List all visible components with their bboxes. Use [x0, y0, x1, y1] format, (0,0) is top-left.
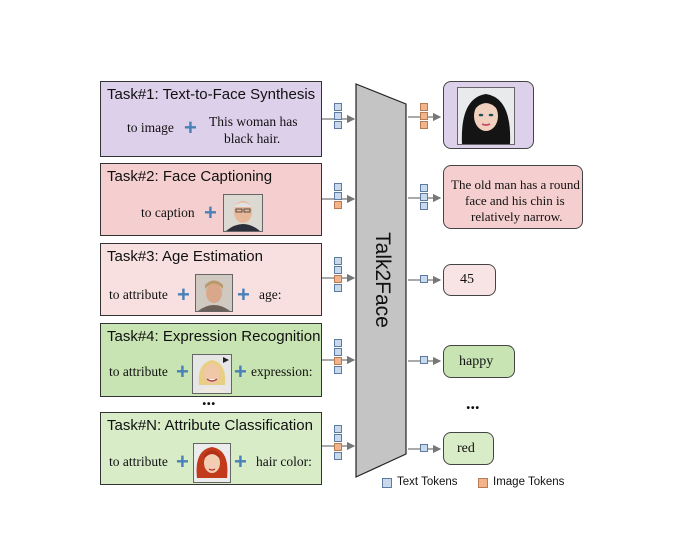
- task1-text-line2: black hair.: [224, 131, 281, 146]
- text-token-swatch: [382, 478, 392, 488]
- caption-line3: relatively narrow.: [471, 209, 563, 224]
- legend-image-tokens: Image Tokens: [493, 476, 565, 488]
- outputs-ellipsis: ...: [466, 393, 480, 413]
- caption-line2: face and his chin is: [465, 193, 565, 208]
- expression-value: happy: [459, 354, 494, 369]
- task4-suffix: expression:: [251, 364, 313, 379]
- legend-text-tokens: Text Tokens: [397, 476, 458, 488]
- old-man-face-image: [223, 194, 263, 232]
- tasks-ellipsis: ...: [202, 389, 216, 409]
- plus-icon: +: [234, 449, 247, 474]
- plus-icon: +: [204, 200, 217, 225]
- model-label: Talk2Face: [371, 232, 394, 328]
- task2-box: Task#2: Face Captioning to caption +: [100, 163, 322, 236]
- image-token-swatch: [478, 478, 488, 488]
- plus-icon: +: [237, 282, 250, 307]
- task1-title: Task#1: Text-to-Face Synthesis: [107, 86, 316, 103]
- task2-title: Task#2: Face Captioning: [107, 168, 273, 185]
- task3-prefix: to attribute: [109, 287, 168, 302]
- task4-prefix: to attribute: [109, 364, 168, 379]
- plus-icon: +: [176, 359, 189, 384]
- smiling-woman-face-image: [192, 354, 232, 394]
- taskN-box: Task#N: Attribute Classification to attr…: [100, 412, 322, 485]
- plus-icon: +: [177, 282, 190, 307]
- plus-icon: +: [234, 359, 247, 384]
- plus-icon: +: [184, 115, 197, 140]
- output-age: 45: [443, 264, 496, 296]
- task3-suffix: age:: [259, 287, 282, 302]
- output-caption: The old man has a round face and his chi…: [443, 165, 583, 229]
- taskN-suffix: hair color:: [256, 454, 312, 469]
- red-hair-woman-face-image: [193, 443, 231, 483]
- task1-text-line1: This woman has: [209, 114, 298, 129]
- caption-line1: The old man has a round: [451, 177, 580, 192]
- talk2face-model-block: [355, 83, 407, 478]
- task4-title: Task#4: Expression Recognition: [107, 328, 321, 345]
- output-generated-face: [443, 81, 534, 149]
- man-face-image: [195, 274, 233, 312]
- task1-prefix: to image: [127, 120, 174, 135]
- task3-title: Task#3: Age Estimation: [107, 248, 263, 265]
- taskN-prefix: to attribute: [109, 454, 168, 469]
- task3-box: Task#3: Age Estimation to attribute + + …: [100, 243, 322, 316]
- output-expression: happy: [443, 345, 515, 378]
- task2-prefix: to caption: [141, 205, 195, 220]
- task4-box: Task#4: Expression Recognition to attrib…: [100, 323, 322, 397]
- age-value: 45: [460, 272, 474, 287]
- task1-box: Task#1: Text-to-Face Synthesis to image …: [100, 81, 322, 157]
- taskN-title: Task#N: Attribute Classification: [107, 417, 313, 434]
- plus-icon: +: [176, 449, 189, 474]
- woman-face-image: [457, 87, 515, 145]
- output-hair-color: red: [443, 432, 494, 465]
- hair-color-value: red: [457, 441, 475, 456]
